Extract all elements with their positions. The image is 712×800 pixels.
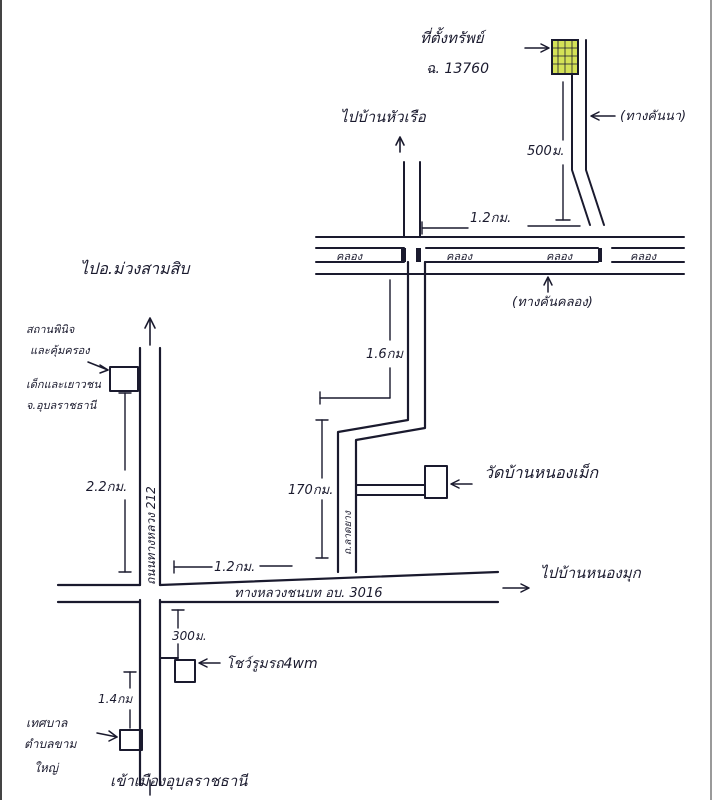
label-municipality-1: เทศบาล [26,716,68,730]
label-field-road: (ทางคันนา) [620,109,686,124]
property-marker [551,39,579,75]
label-wat: วัดบ้านหนองเม็ก [484,463,599,482]
label-health-center-1: สถานพินิจ [26,323,75,336]
highway-212-road [138,346,162,787]
north-arrow-icon [144,317,156,346]
label-dist-500m: 500ม. [527,144,565,159]
field-road-to-property [571,39,605,226]
label-rural-road: ทางหลวงชนบท อบ. 3016 [234,586,382,601]
label-dist-2-2km: 2.2กม. [86,480,127,495]
spur-to-municipality [119,729,143,751]
arrow-up-icon [395,136,405,153]
property-label-1: ที่ตั้งทรัพย์ [420,27,487,47]
label-dike-road: (ทางคันคลอง) [512,295,593,310]
laterite-road [336,260,427,574]
label-to-muang-sam-sip: ไปอ.ม่วงสามสิบ [80,259,191,278]
label-showroom: โชว์รูมรถ4wm [226,655,318,672]
label-to-ubon: เข้าเมืองอุบลราชธานี [110,772,249,790]
label-dist-1-2km-mid: 1.2กม. [214,560,255,575]
label-dist-170km: 170กม. [288,483,333,498]
frame-border-right [710,0,712,800]
spur-to-showroom [159,657,196,683]
pointer-arrows [87,43,616,796]
rural-road-3016 [56,570,500,604]
label-health-center-4: จ.อุบลราชธานี [26,399,98,412]
label-dist-1-4km: 1.4กม [98,692,133,706]
label-canal-1: คลอง [336,250,364,263]
label-to-ban-hua-ruea: ไปบ้านหัวเรือ [340,108,427,126]
label-dist-1-2km-top: 1.2กม. [470,211,511,226]
label-municipality-2: ตำบลขาม [24,737,77,751]
map-labels: ที่ตั้งทรัพย์ ฉ. 13760 ไปบ้านหัวเรือ (ทา… [24,27,686,790]
dimension-lines [118,81,581,729]
label-to-ban-nong-muk: ไปบ้านหนองมุก [540,564,642,582]
label-health-center-2: และคุ้มครอง [30,344,91,357]
spur-to-health-center [109,366,139,392]
label-dist-1-6km: 1.6กม [366,347,405,362]
road-to-ban-hua-ruea [403,161,421,238]
label-canal-2: คลอง [446,250,474,263]
spur-to-wat [355,465,448,499]
label-laterite-road: ถ.ลาดยาง [343,510,354,555]
label-dist-300m: 300ม. [172,629,207,643]
property-label-2: ฉ. 13760 [426,61,489,77]
label-health-center-3: เด็กและเยาวชน [26,377,101,391]
label-canal-4: คลอง [630,250,658,263]
label-municipality-3: ใหญ่ [34,761,60,775]
frame-border-left [0,0,2,800]
label-canal-3: คลอง [546,250,574,263]
canal-blocks [401,248,602,262]
label-highway-212: ถนนทางหลวง 212 [144,486,158,585]
canal-band [315,236,685,275]
